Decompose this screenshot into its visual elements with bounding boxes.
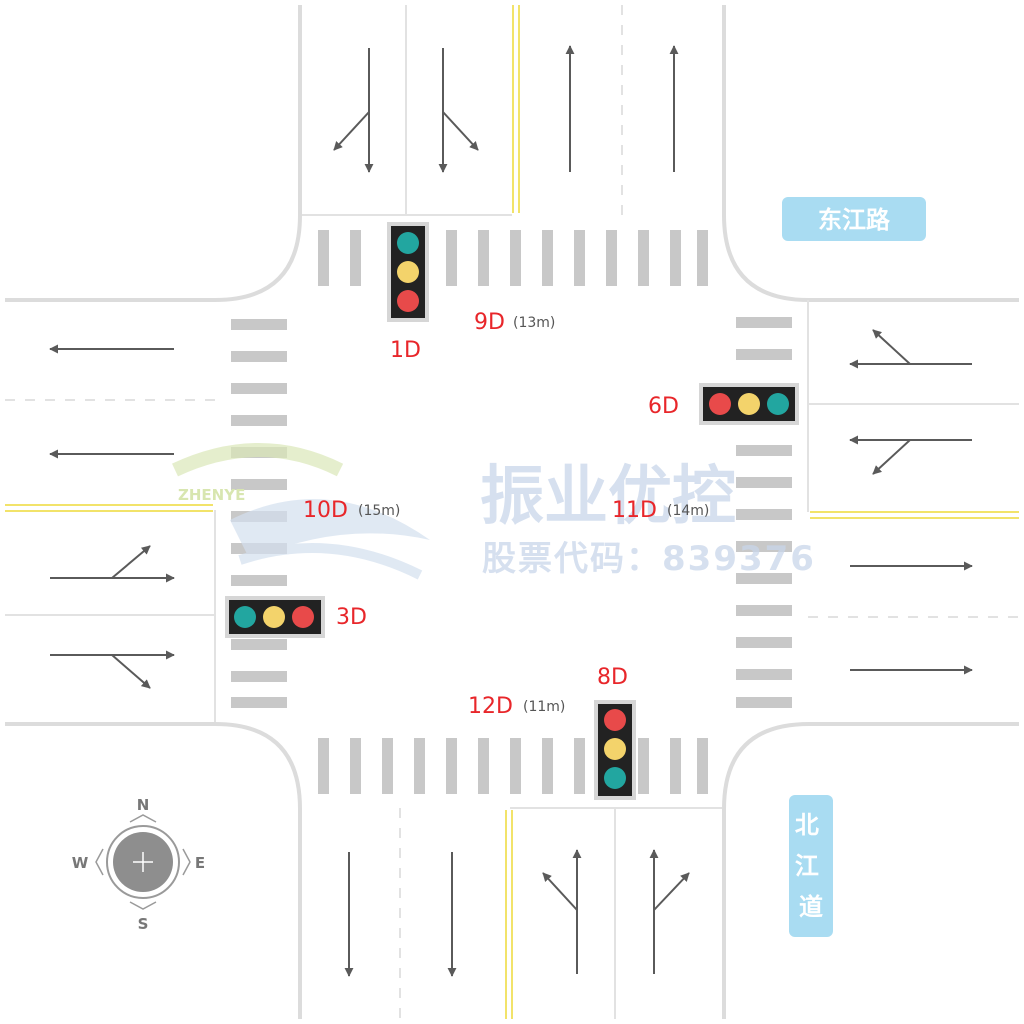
signal-light-green [604,767,626,789]
road-curbs [5,5,1019,1019]
compass: N S E W [72,796,205,933]
signal-distance-11d: (14m) [667,503,709,519]
watermark: ZHENYE 振业优控 股票代码：839376 [172,443,816,580]
signal-light-yellow [397,261,419,283]
signal-label-3d: 3D [336,605,367,630]
watermark-subtitle: 股票代码：839376 [482,539,816,579]
road-name-east-west: 东江路 [818,206,891,234]
south-approach-arrows [344,849,690,977]
signal-light-green [397,232,419,254]
signal-label-9d: 9D [474,310,505,335]
compass-west: W [72,854,89,872]
signal-light-red [397,290,419,312]
east-approach-arrows [849,329,973,675]
crosswalk-north [318,230,708,286]
signal-3d-head [225,596,325,638]
compass-north: N [137,796,150,814]
signal-label-6d: 6D [648,394,679,419]
signal-distance-9d: (13m) [513,315,555,331]
west-approach-arrows [49,344,175,689]
signal-light-red [604,709,626,731]
signal-label-1d: 1D [390,338,421,363]
road-name-north-south: 北 江 道 [795,811,827,921]
signal-label-10d: 10D [303,498,348,523]
signal-label-11d: 11D [612,498,657,523]
crosswalk-south [318,738,708,794]
watermark-brand: ZHENYE [178,486,245,504]
signal-light-yellow [263,606,285,628]
signal-label-12d: 12D [468,694,513,719]
crosswalk-east [736,317,792,708]
watermark-logo [172,443,430,580]
signal-light-red [292,606,314,628]
road-tag-east-west: 东江路 [782,197,926,241]
signal-1d-head [387,222,429,322]
lane-arrows [49,45,973,977]
signal-light-green [234,606,256,628]
lane-lines [5,5,1019,1019]
road-tag-north-south: 北 江 道 [789,795,833,937]
north-approach-arrows [333,45,679,173]
signal-8d-head [594,700,636,800]
signal-light-green [767,393,789,415]
signal-label-8d: 8D [597,665,628,690]
signal-distance-10d: (15m) [358,503,400,519]
compass-east: E [195,854,205,872]
signal-light-yellow [604,738,626,760]
signal-light-yellow [738,393,760,415]
signal-light-red [709,393,731,415]
signal-6d-head [699,383,799,425]
signal-distance-12d: (11m) [523,699,565,715]
center-lines [5,5,1019,1019]
compass-south: S [138,915,149,933]
watermark-title: 振业优控 [480,460,736,534]
